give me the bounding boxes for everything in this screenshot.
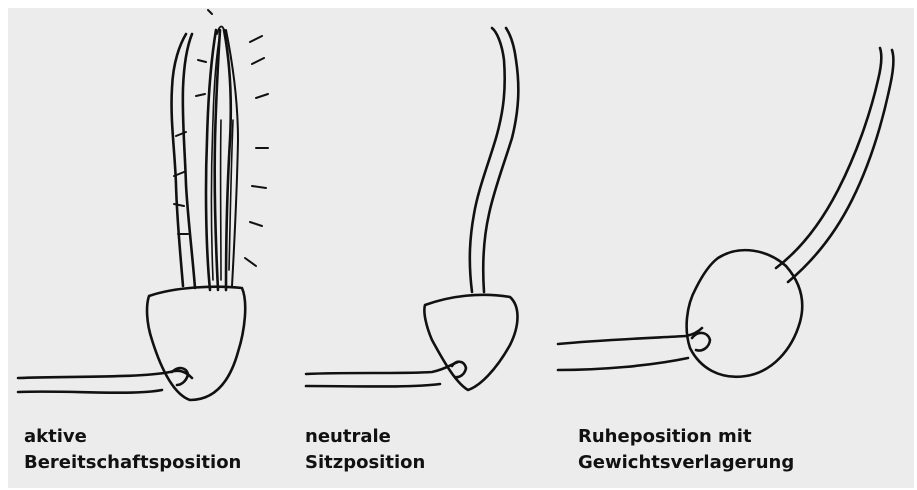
figure-resting-weight-shift-position [558, 48, 893, 377]
caption-line: Bereitschaftsposition [24, 450, 241, 476]
caption-neutral-sitting-position: neutrale Sitzposition [305, 424, 425, 476]
caption-line: Ruheposition mit [578, 424, 794, 450]
caption-line: neutrale [305, 424, 425, 450]
figure-active-ready-position [18, 10, 268, 400]
caption-line: Sitzposition [305, 450, 425, 476]
caption-active-ready-position: aktive Bereitschaftsposition [24, 424, 241, 476]
caption-resting-weight-shift: Ruheposition mit Gewichtsverlagerung [578, 424, 794, 476]
caption-line: aktive [24, 424, 241, 450]
caption-line: Gewichtsverlagerung [578, 450, 794, 476]
figure-neutral-sitting-position [306, 28, 518, 390]
